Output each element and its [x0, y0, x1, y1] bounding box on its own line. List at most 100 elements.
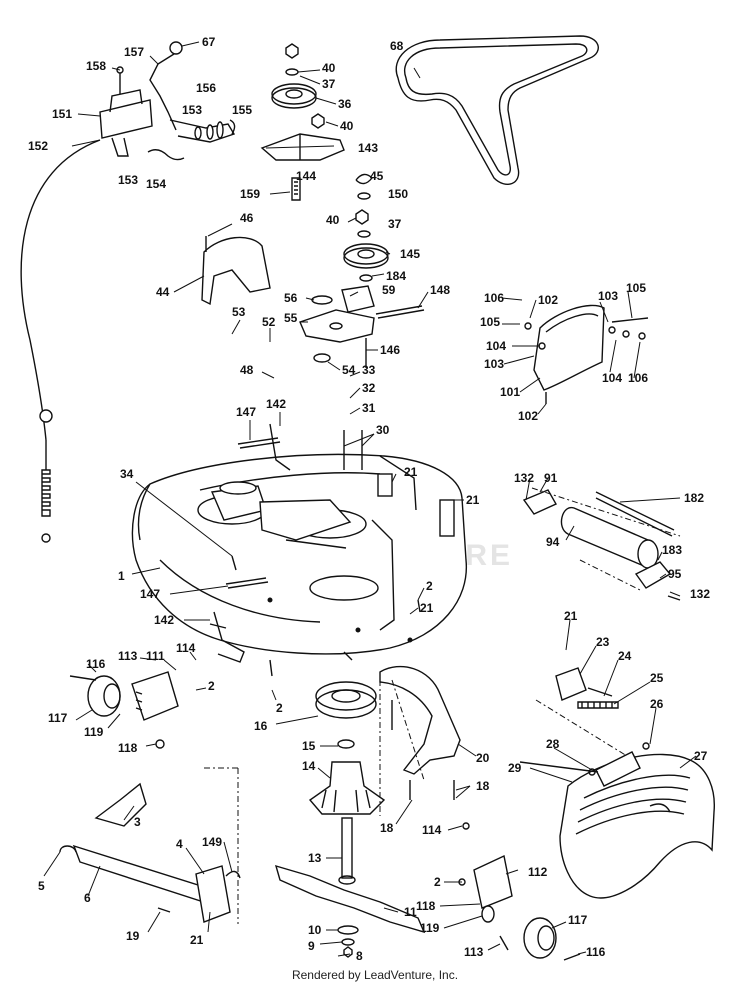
callout-36: 36	[338, 97, 352, 111]
callout-144: 144	[296, 169, 316, 183]
callout-21: 21	[564, 609, 578, 623]
callout-94: 94	[546, 535, 560, 549]
callout-103: 103	[484, 357, 504, 371]
callout-154: 154	[146, 177, 166, 191]
callout-103: 103	[598, 289, 618, 303]
callout-40: 40	[326, 213, 340, 227]
callout-15: 15	[302, 739, 316, 753]
callout-145: 145	[400, 247, 420, 261]
callout-153: 153	[182, 103, 202, 117]
callout-116: 116	[586, 945, 606, 959]
callout-132: 132	[514, 471, 534, 485]
callout-114: 114	[422, 823, 442, 837]
callout-2: 2	[426, 579, 433, 593]
callout-104: 104	[602, 371, 622, 385]
callout-102: 102	[518, 409, 538, 423]
belt-guard-44	[201, 236, 271, 306]
callout-113: 113	[464, 945, 484, 959]
callout-11: 11	[404, 905, 417, 919]
callout-27: 27	[694, 749, 708, 763]
callout-111: 111	[146, 649, 165, 663]
deflector-shield-101	[524, 304, 649, 404]
callout-25: 25	[650, 671, 664, 685]
callout-183: 183	[662, 543, 682, 557]
callout-112: 112	[528, 865, 548, 879]
callout-20: 20	[476, 751, 490, 765]
anti-scalp-roller-assembly	[522, 487, 681, 601]
callout-44: 44	[156, 285, 170, 299]
callout-21: 21	[420, 601, 434, 615]
callout-45: 45	[370, 169, 384, 183]
lift-bracket-assembly	[59, 767, 241, 924]
callout-117: 117	[568, 913, 588, 927]
callout-46: 46	[240, 211, 254, 225]
callout-9: 9	[308, 939, 315, 953]
callout-118: 118	[118, 741, 138, 755]
gauge-wheel-left	[69, 671, 179, 749]
callout-29: 29	[508, 761, 522, 775]
callout-labels: 67 157 158 151 156 153 155 152 153 154 4…	[28, 35, 710, 963]
callout-113: 113	[118, 649, 138, 663]
callout-14: 14	[302, 759, 316, 773]
callout-151: 151	[52, 107, 72, 121]
callout-150: 150	[388, 187, 408, 201]
callout-184: 184	[386, 269, 406, 283]
mower-deck-housing	[131, 453, 467, 663]
callout-8: 8	[356, 949, 363, 963]
footer-credit: Rendered by LeadVenture, Inc.	[291, 968, 459, 982]
callout-16: 16	[254, 719, 268, 733]
callout-33: 33	[362, 363, 376, 377]
callout-152: 152	[28, 139, 48, 153]
callout-182: 182	[684, 491, 704, 505]
callout-55: 55	[284, 311, 298, 325]
callout-56: 56	[284, 291, 298, 305]
callout-106: 106	[628, 371, 648, 385]
callout-52: 52	[262, 315, 276, 329]
callout-95: 95	[668, 567, 682, 581]
callout-28: 28	[546, 737, 560, 751]
callout-3: 3	[134, 815, 141, 829]
callout-2: 2	[276, 701, 283, 715]
callout-31: 31	[362, 401, 376, 415]
callout-68: 68	[390, 39, 404, 53]
callout-23: 23	[596, 635, 610, 649]
callout-40: 40	[340, 119, 354, 133]
callout-149: 149	[202, 835, 222, 849]
idler-arm-20	[379, 665, 461, 816]
blade-spindle-assembly	[274, 681, 426, 958]
callout-132: 132	[690, 587, 710, 601]
callout-148: 148	[430, 283, 450, 297]
callout-6: 6	[84, 891, 91, 905]
callout-34: 34	[120, 467, 134, 481]
callout-40: 40	[322, 61, 336, 75]
callout-143: 143	[358, 141, 378, 155]
callout-142: 142	[266, 397, 286, 411]
callout-59: 59	[382, 283, 396, 297]
callout-21: 21	[404, 465, 418, 479]
callout-26: 26	[650, 697, 664, 711]
callout-5: 5	[38, 879, 45, 893]
callout-142: 142	[154, 613, 174, 627]
callout-106: 106	[484, 291, 504, 305]
callout-53: 53	[232, 305, 246, 319]
callout-1: 1	[118, 569, 125, 583]
callout-48: 48	[240, 363, 254, 377]
callout-13: 13	[308, 851, 322, 865]
drive-belt	[395, 35, 599, 186]
callout-146: 146	[380, 343, 400, 357]
discharge-chute	[519, 751, 715, 899]
callout-67: 67	[202, 35, 216, 49]
callout-2: 2	[434, 875, 441, 889]
callout-18: 18	[476, 779, 490, 793]
callout-104: 104	[486, 339, 506, 353]
callout-30: 30	[376, 423, 390, 437]
callout-2: 2	[208, 679, 215, 693]
callout-10: 10	[308, 923, 322, 937]
callout-24: 24	[618, 649, 632, 663]
callout-37: 37	[388, 217, 402, 231]
callout-119: 119	[420, 921, 440, 935]
callout-101: 101	[500, 385, 520, 399]
callout-156: 156	[196, 81, 216, 95]
callout-37: 37	[322, 77, 336, 91]
